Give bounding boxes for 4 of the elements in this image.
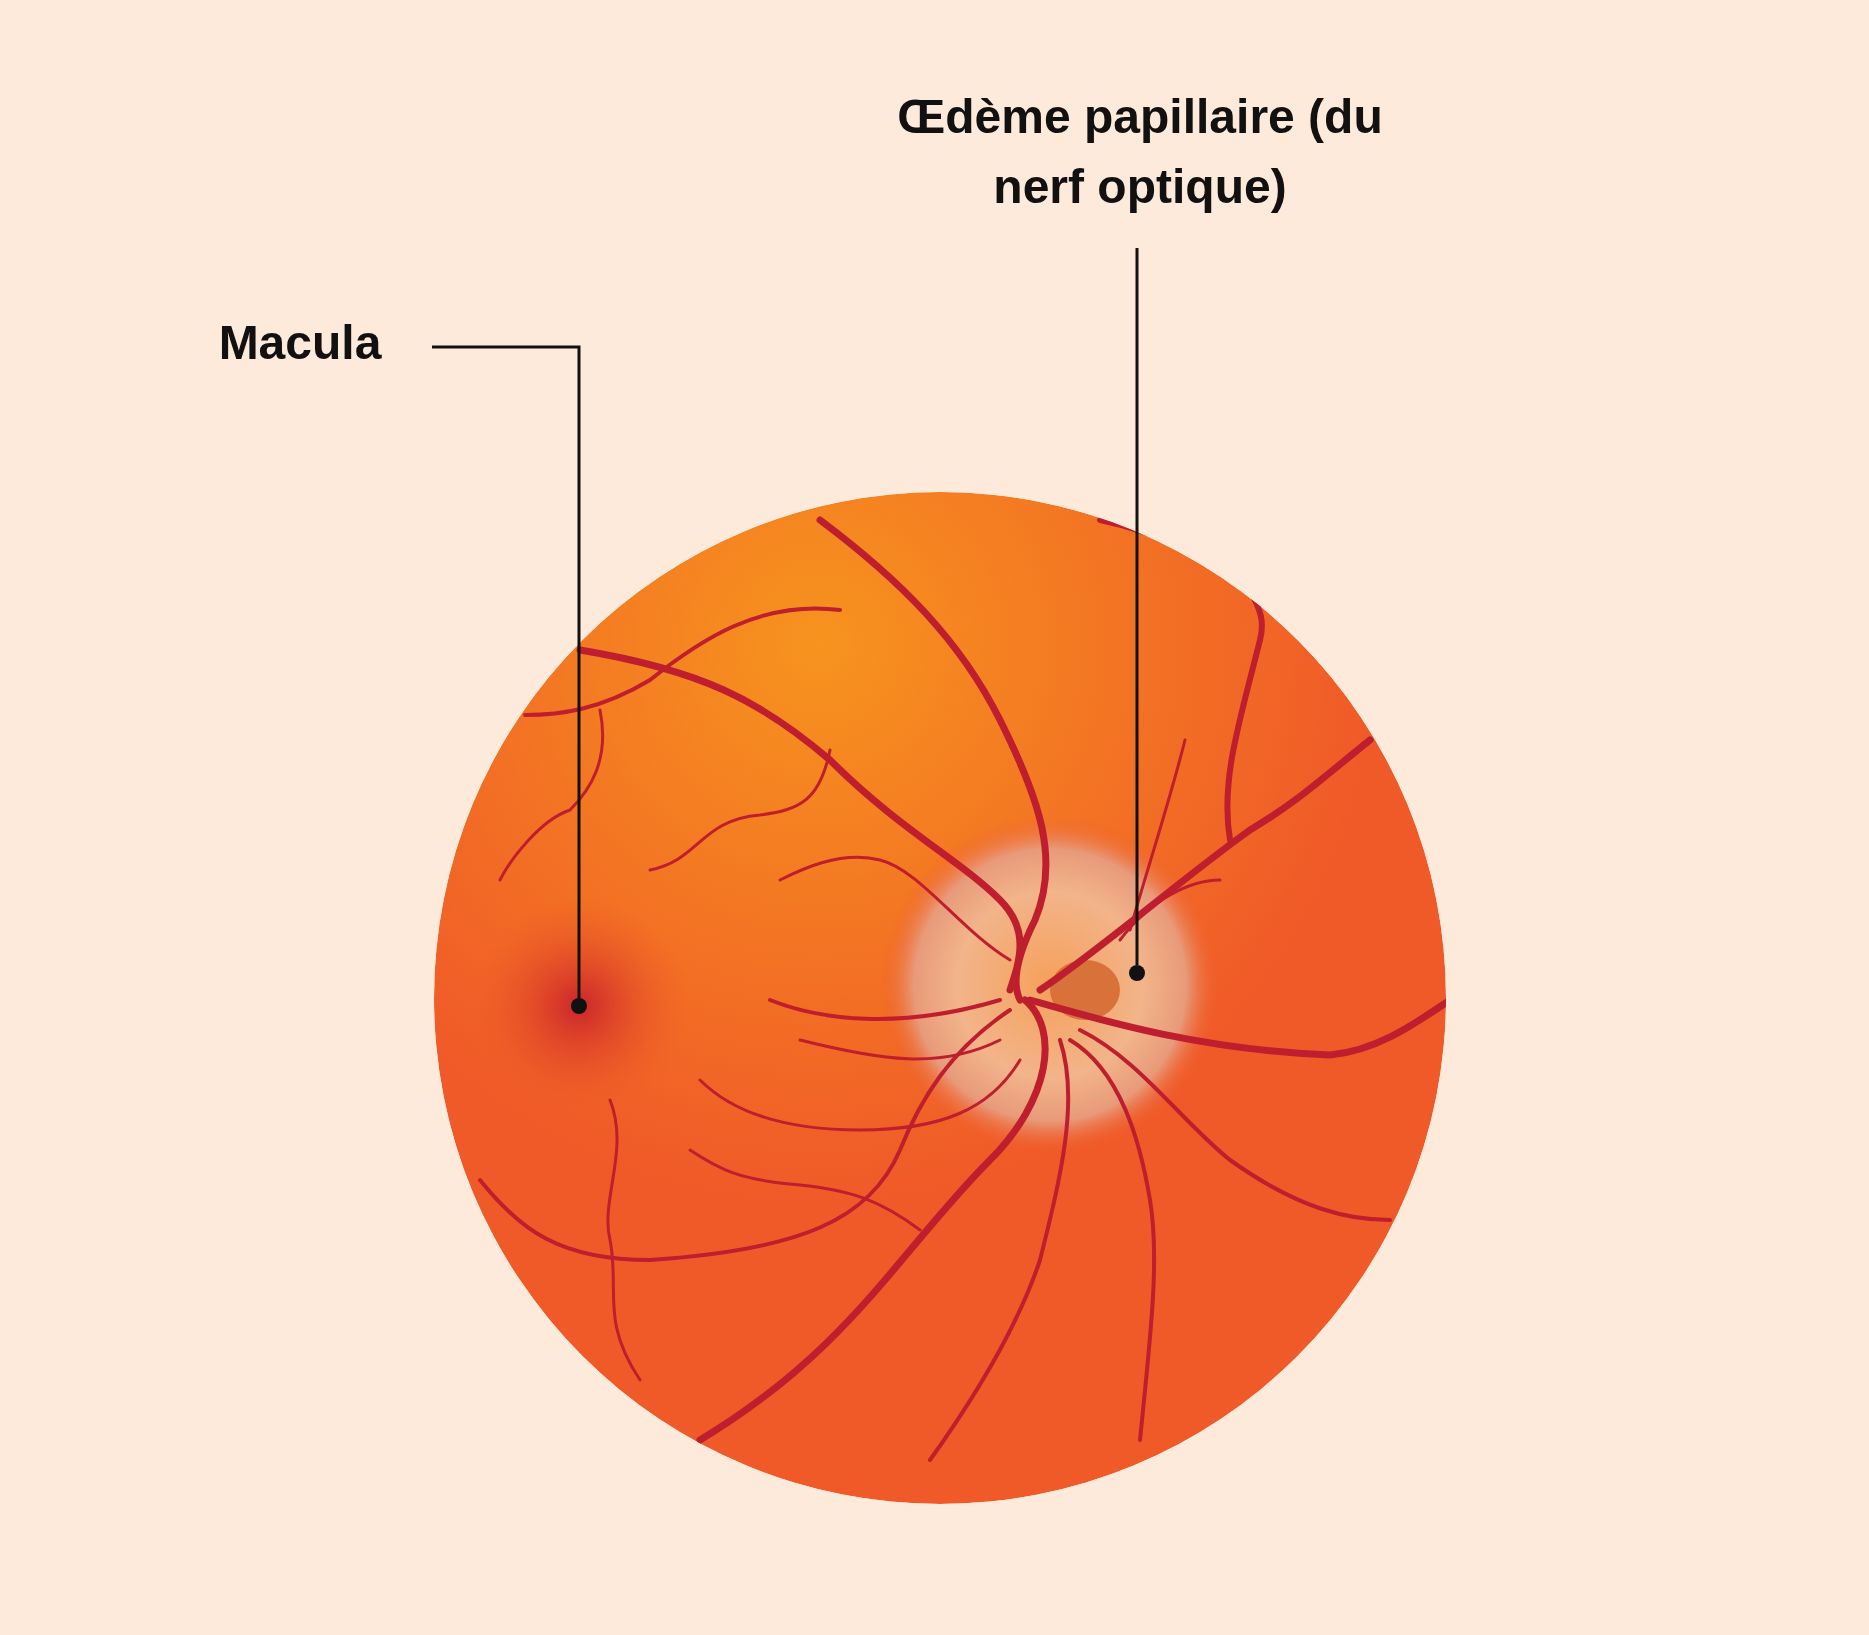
callout-label: Macula <box>190 308 410 378</box>
callout-label: Œdème papillaire (du nerf optique) <box>880 82 1400 222</box>
leader-line <box>1135 248 1139 965</box>
leader-line <box>432 345 581 998</box>
